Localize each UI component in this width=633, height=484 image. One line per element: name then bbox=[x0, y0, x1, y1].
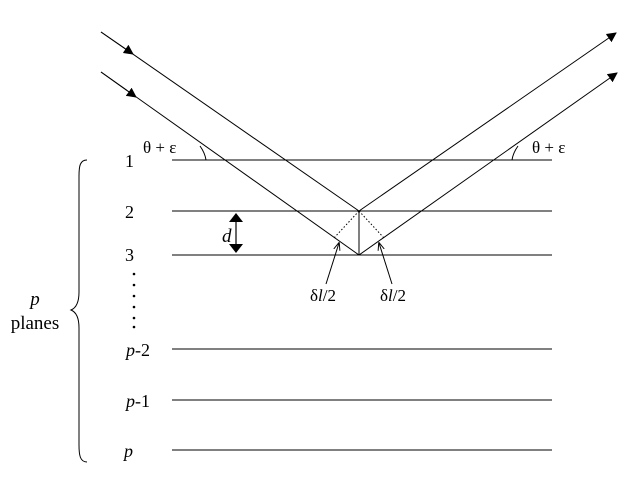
plane-label-p: p bbox=[122, 441, 133, 461]
spacing-arrow-head-down bbox=[229, 244, 243, 253]
incident-ray-upper-arrow bbox=[100, 31, 134, 55]
plane-label-2: 2 bbox=[125, 202, 134, 222]
dotted-perpendicular-right bbox=[358, 210, 385, 239]
angle-arcs bbox=[199, 145, 519, 161]
vertical-ellipsis bbox=[132, 272, 136, 329]
incident-ray-upper bbox=[100, 31, 360, 212]
reflected-ray-lower bbox=[358, 72, 618, 256]
path-difference-construction bbox=[325, 210, 393, 285]
curly-brace bbox=[69, 159, 88, 463]
plane-label-p-1: p-1 bbox=[124, 391, 150, 411]
path-diff-label-right: δl/2 bbox=[380, 286, 406, 305]
angle-arc-right bbox=[511, 145, 519, 161]
plane-label-1: 1 bbox=[125, 151, 134, 171]
plane-label-3: 3 bbox=[125, 245, 134, 265]
incident-ray-lower-arrow bbox=[100, 71, 137, 98]
plane-label-p-2: p-2 bbox=[124, 340, 150, 360]
angle-label-right: θ + ε bbox=[532, 138, 565, 157]
group-label-word: planes bbox=[11, 313, 60, 334]
reflected-ray-upper bbox=[358, 32, 617, 212]
angle-label-left: θ + ε bbox=[143, 138, 176, 157]
incident-ray-lower bbox=[100, 71, 360, 256]
angle-arc-left bbox=[199, 145, 207, 161]
group-label-var: p bbox=[28, 289, 40, 310]
spacing-arrow bbox=[229, 213, 243, 253]
rays bbox=[100, 31, 618, 256]
dotted-perpendicular-left bbox=[333, 210, 360, 239]
crystal-planes bbox=[172, 159, 552, 451]
spacing-label: d bbox=[222, 226, 232, 247]
spacing-arrow-head-up bbox=[229, 213, 243, 222]
path-diff-pointer-right bbox=[379, 243, 393, 285]
path-diff-label-left: δl/2 bbox=[310, 286, 336, 305]
path-diff-pointer-left bbox=[325, 243, 339, 285]
